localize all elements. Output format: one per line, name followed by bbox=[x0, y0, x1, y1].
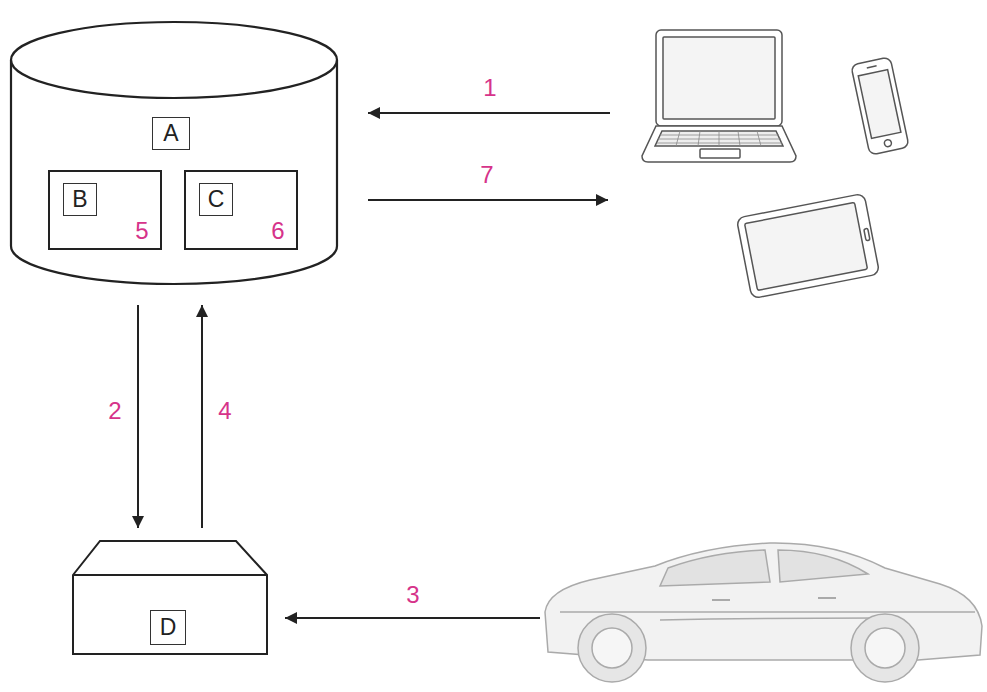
device-edge bbox=[73, 574, 267, 576]
car-window bbox=[660, 550, 770, 586]
tablet-screen bbox=[745, 202, 868, 290]
flow-arrow bbox=[368, 199, 608, 201]
device-outline bbox=[73, 541, 267, 654]
laptop-keyboard bbox=[655, 131, 783, 146]
laptop-base bbox=[642, 126, 796, 162]
callout-number: 6 bbox=[266, 216, 290, 246]
callout-number: 4 bbox=[218, 397, 231, 425]
flow-arrow bbox=[368, 112, 610, 114]
laptop-keys bbox=[657, 131, 782, 146]
phone-body bbox=[851, 57, 909, 155]
callout-number: 5 bbox=[130, 216, 154, 246]
part-letter: D bbox=[150, 610, 186, 645]
cylinder-rim bbox=[11, 60, 337, 98]
phone-illustration bbox=[851, 57, 909, 155]
part-letter: A bbox=[152, 117, 190, 150]
tablet-button bbox=[864, 228, 870, 241]
callout-number: 2 bbox=[108, 397, 121, 425]
laptop-touchpad bbox=[700, 149, 740, 158]
flow-arrow bbox=[137, 305, 139, 528]
flow-arrow bbox=[201, 305, 203, 528]
callout-number: 3 bbox=[406, 581, 419, 609]
tablet-illustration bbox=[736, 193, 879, 298]
module-box: C6 bbox=[184, 170, 298, 250]
device-box: D bbox=[72, 540, 268, 655]
car-wheel bbox=[578, 614, 646, 682]
laptop-lid bbox=[656, 30, 782, 126]
part-letter: C bbox=[199, 183, 233, 216]
car-handle bbox=[712, 598, 836, 600]
database-cylinder: AB5C6 bbox=[10, 22, 338, 285]
phone-button bbox=[884, 139, 892, 147]
car-hub bbox=[865, 628, 905, 668]
cylinder-body bbox=[11, 22, 337, 284]
callout-number: 7 bbox=[480, 161, 493, 189]
module-box: B5 bbox=[48, 170, 162, 250]
laptop-screen bbox=[663, 37, 775, 119]
car-wheel bbox=[851, 614, 919, 682]
flow-arrow bbox=[285, 617, 540, 619]
phone-screen bbox=[858, 70, 901, 139]
car-illustration bbox=[545, 543, 982, 682]
laptop-illustration bbox=[642, 30, 796, 162]
part-letter: B bbox=[63, 183, 97, 216]
car-hub bbox=[592, 628, 632, 668]
car-window bbox=[778, 550, 868, 582]
callout-number: 1 bbox=[483, 74, 496, 102]
phone-speaker bbox=[867, 66, 877, 68]
tablet-body bbox=[736, 193, 879, 298]
